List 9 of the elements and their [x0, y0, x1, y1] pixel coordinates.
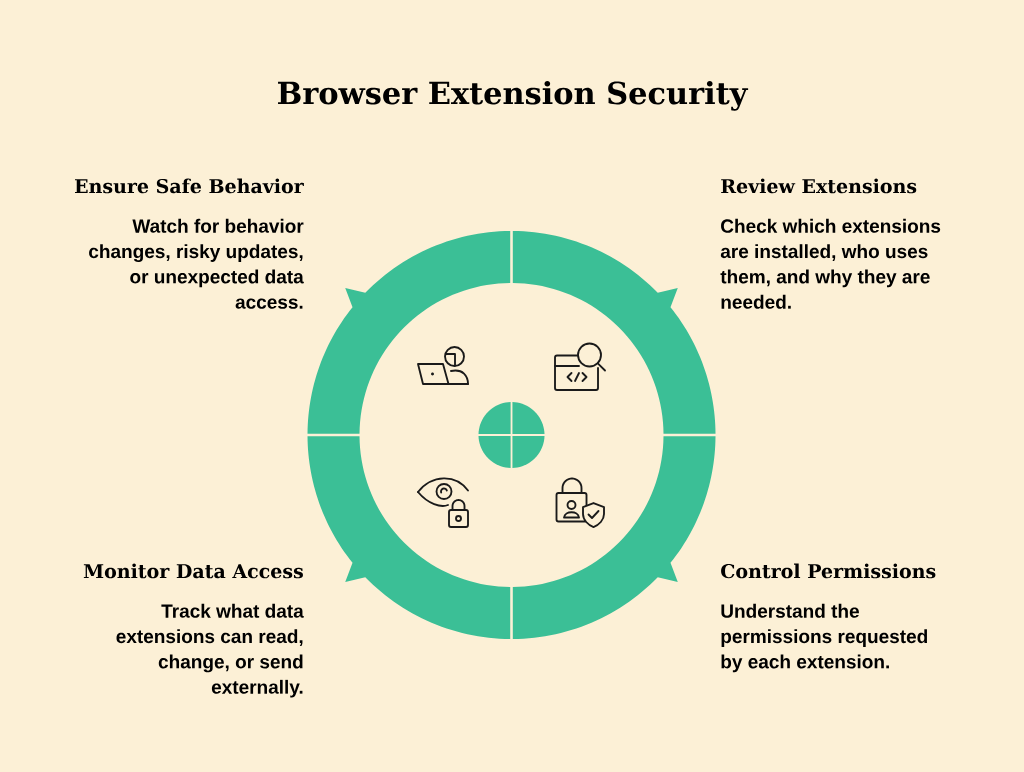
- step-description: Track what data extensions can read, change, or send externally.: [116, 603, 304, 698]
- step-heading: Control Permissions: [721, 563, 936, 579]
- step-description: Understand the permissions requested by each extension.: [721, 603, 927, 673]
- step-description: Watch for behavior changes, risky updates, or unexpected data access.: [89, 218, 304, 309]
- step-heading: Monitor Data Access: [83, 563, 303, 579]
- step-heading: Review Extensions: [721, 178, 917, 194]
- step-heading: Ensure Safe Behavior: [75, 178, 304, 194]
- step-description: Check which extensions are installed, who uses them, and why they are needed.: [720, 218, 941, 309]
- title: Browser Extension Security: [278, 80, 749, 111]
